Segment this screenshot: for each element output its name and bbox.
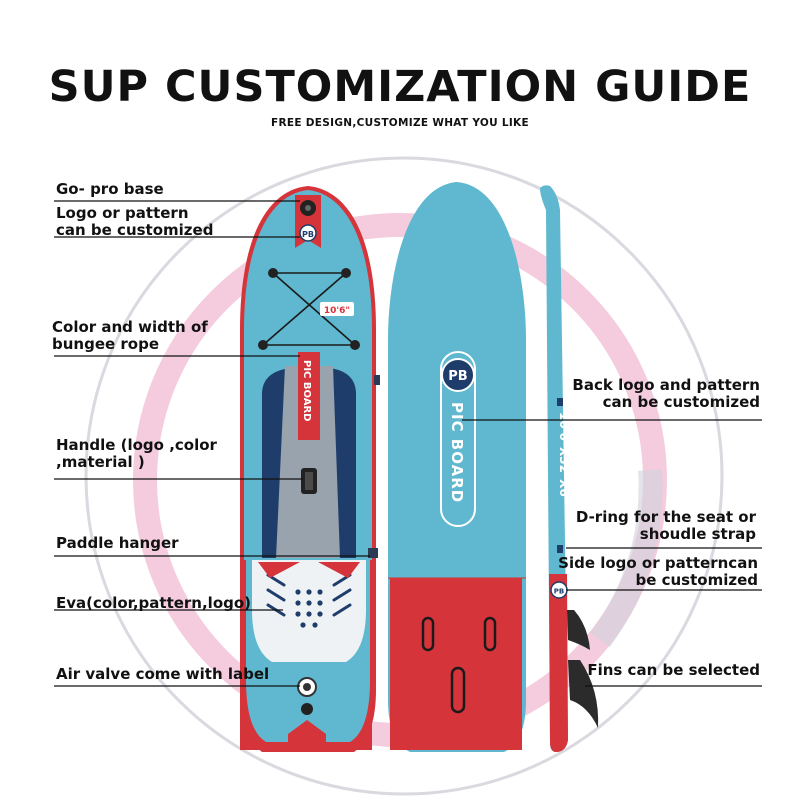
size-tag-text: 10'6" — [324, 306, 350, 316]
label-paddle-hanger: Paddle hanger — [56, 534, 179, 552]
eva-tail-pad — [252, 560, 366, 662]
leader-lines — [54, 200, 762, 687]
side-logo-mark: PB — [554, 588, 564, 596]
page-subtitle: FREE DESIGN,CUSTOMIZE WHAT YOU LIKE — [271, 117, 529, 129]
deck-board: PB 10'6" PIC BOARD — [240, 186, 380, 752]
label-air-valve: Air valve come with label — [56, 665, 270, 683]
d-ring-icon — [557, 545, 563, 553]
bottom-logo-mark: PB — [448, 369, 467, 384]
bungee-rope — [262, 272, 356, 346]
side-dimensions-text: 10'6"X32"X6" — [557, 412, 571, 503]
size-tag — [320, 302, 354, 316]
deck-brand-text: PIC BOARD — [301, 360, 312, 421]
label-gopro-base: Go- pro base — [56, 180, 164, 198]
side-view-board: 10'6"X32"X6" PB — [540, 185, 599, 753]
deck-logo-icon — [299, 224, 317, 242]
deck-pad-center — [276, 366, 340, 558]
bottom-brand-text: PIC BOARD — [448, 402, 466, 503]
bottom-logo-frame — [440, 351, 476, 527]
page-title: SUP CUSTOMIZATION GUIDE — [48, 62, 752, 112]
label-fins: Fins can be selected — [587, 661, 760, 679]
bottom-board: PB PIC BOARD — [388, 182, 526, 752]
fin-icon — [568, 660, 599, 728]
fin-boxes — [421, 616, 497, 714]
deck-logo-mark: PB — [302, 230, 314, 239]
paddle-hanger-icon — [368, 548, 378, 558]
label-eva: Eva(color,pattern,logo) — [56, 594, 252, 612]
label-handle: Handle (logo ,color,material ) — [56, 436, 217, 471]
bottom-logo-icon — [441, 358, 475, 392]
